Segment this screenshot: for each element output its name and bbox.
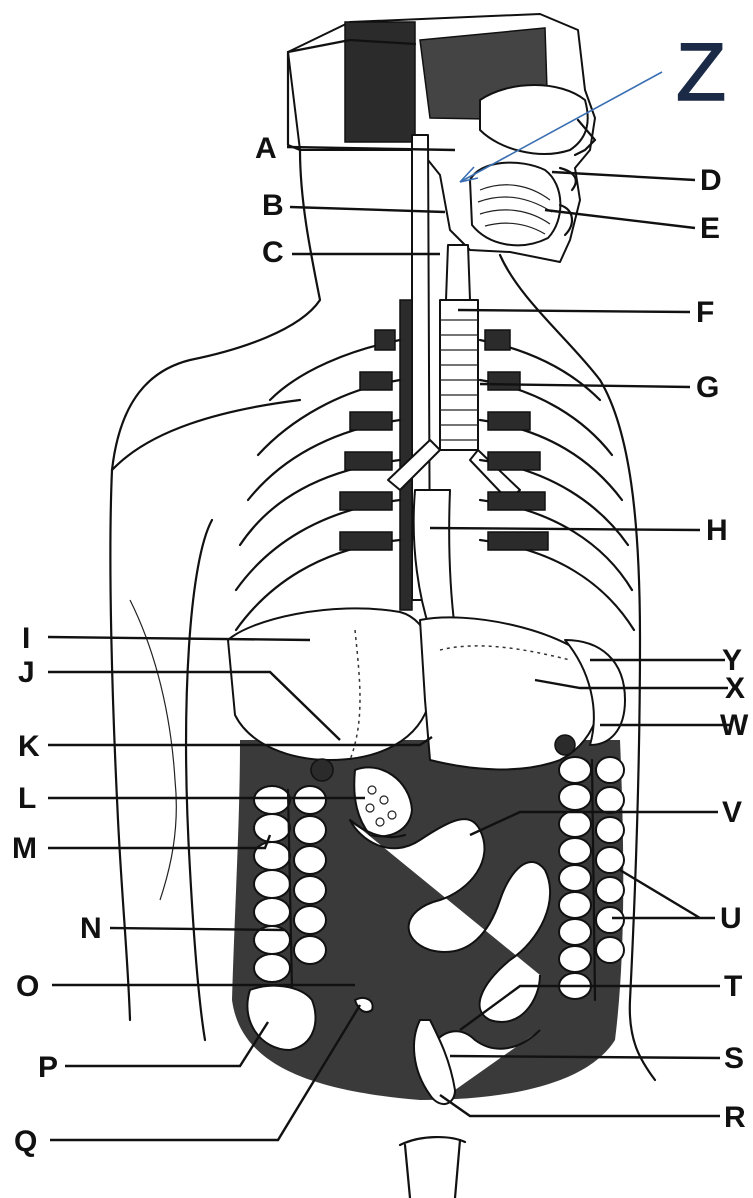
head-section	[288, 14, 595, 262]
label-f: F	[696, 296, 714, 329]
label-b: B	[262, 189, 284, 222]
label-t: T	[724, 970, 742, 1003]
label-p: P	[38, 1051, 58, 1084]
label-j: J	[18, 656, 35, 689]
label-z: Z	[676, 27, 726, 118]
label-i: I	[22, 622, 30, 655]
label-r: R	[724, 1101, 746, 1134]
label-k: K	[18, 730, 40, 763]
label-u: U	[720, 902, 742, 935]
liver	[228, 608, 434, 760]
ribs-left	[236, 330, 400, 630]
leader-p	[65, 1022, 268, 1066]
label-v: V	[722, 796, 742, 829]
label-g: G	[696, 371, 719, 404]
label-y: Y	[722, 644, 742, 677]
label-c: C	[262, 236, 284, 269]
label-w: W	[720, 709, 749, 742]
label-e: E	[700, 212, 720, 245]
label-h: H	[706, 514, 728, 547]
leader-f	[458, 310, 690, 312]
label-d: D	[700, 164, 722, 197]
label-a: A	[255, 132, 277, 165]
label-m: M	[12, 832, 37, 865]
torso-illustration	[110, 14, 655, 1198]
label-o: O	[16, 970, 39, 1003]
leader-u	[612, 870, 715, 918]
label-n: N	[80, 912, 102, 945]
label-l: L	[18, 782, 36, 815]
label-s: S	[724, 1042, 744, 1075]
leader-m	[48, 835, 270, 848]
leader-r	[440, 1095, 720, 1116]
leader-h	[430, 528, 700, 530]
label-q: Q	[14, 1125, 37, 1158]
